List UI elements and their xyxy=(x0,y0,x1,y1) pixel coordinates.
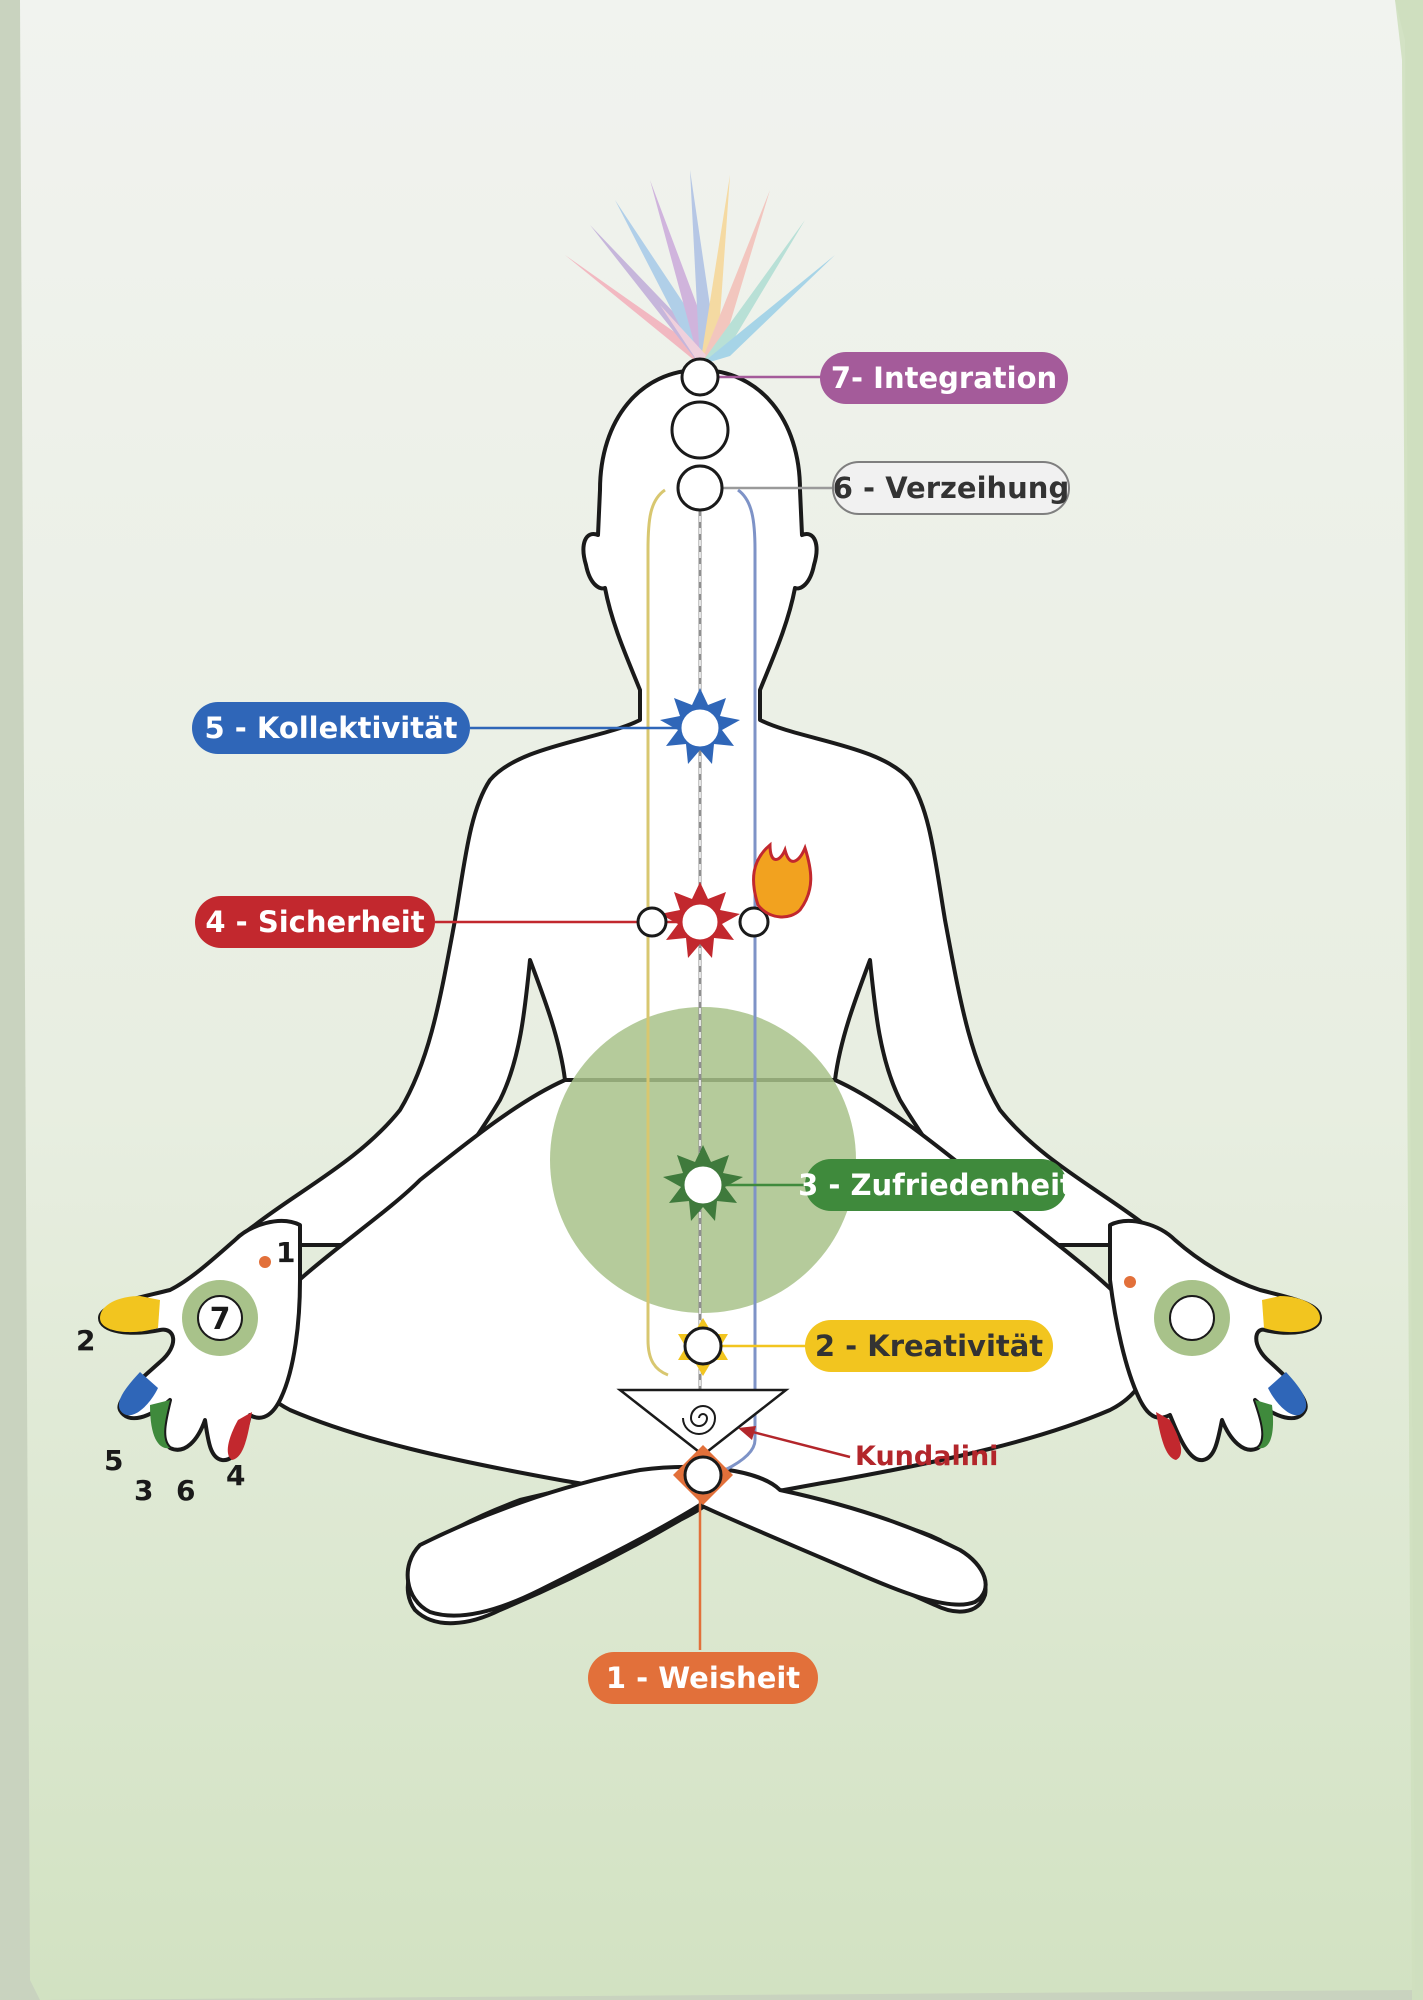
finger-number-4: 4 xyxy=(226,1459,245,1492)
flame-icon xyxy=(752,841,813,919)
right-hand xyxy=(1108,1219,1322,1463)
label-kundalini-text: Kundalini xyxy=(855,1441,998,1472)
finger-number-5: 5 xyxy=(104,1444,123,1477)
label-kundalini: Kundalini xyxy=(855,1441,998,1472)
label-kollektivitaet-text: 5 - Kollektivität xyxy=(204,711,457,745)
label-weisheit-text: 1 - Weisheit xyxy=(606,1661,800,1695)
crown-flower-icon xyxy=(565,170,835,365)
chakra-1-node xyxy=(673,1445,733,1505)
label-zufriedenheit-text: 3 - Zufriedenheit xyxy=(798,1168,1074,1202)
label-sicherheit-text: 4 - Sicherheit xyxy=(205,905,424,939)
chakra-7-node xyxy=(670,357,730,460)
chakra-2-node xyxy=(678,1318,728,1376)
chakra-3-node xyxy=(663,1145,743,1221)
finger-number-labels: 1 2 5 3 6 4 7 xyxy=(76,1236,295,1507)
label-zufriedenheit: 3 - Zufriedenheit xyxy=(798,1159,1074,1211)
label-sicherheit: 4 - Sicherheit xyxy=(195,896,435,948)
label-verzeihung: 6 - Verzeihung xyxy=(832,461,1070,515)
chakra-5-node xyxy=(660,688,740,764)
kundalini-spiral-icon xyxy=(616,1388,790,1457)
finger-number-6: 6 xyxy=(176,1474,195,1507)
chakra-4-node xyxy=(636,841,813,958)
chakra-6-node xyxy=(676,464,724,512)
finger-number-3: 3 xyxy=(134,1474,153,1507)
palm-number-7: 7 xyxy=(210,1302,231,1337)
label-kollektivitaet: 5 - Kollektivität xyxy=(192,702,470,754)
label-kreativitaet-text: 2 - Kreativität xyxy=(815,1329,1043,1363)
label-weisheit: 1 - Weisheit xyxy=(588,1652,818,1704)
left-hand xyxy=(98,1219,302,1463)
label-integration-text: 7- Integration xyxy=(831,361,1057,395)
label-kreativitaet: 2 - Kreativität xyxy=(805,1320,1053,1372)
label-integration: 7- Integration xyxy=(820,352,1068,404)
finger-number-2: 2 xyxy=(76,1324,95,1357)
label-verzeihung-text: 6 - Verzeihung xyxy=(833,471,1069,505)
energy-channels xyxy=(646,480,757,1472)
finger-number-1: 1 xyxy=(276,1236,295,1269)
